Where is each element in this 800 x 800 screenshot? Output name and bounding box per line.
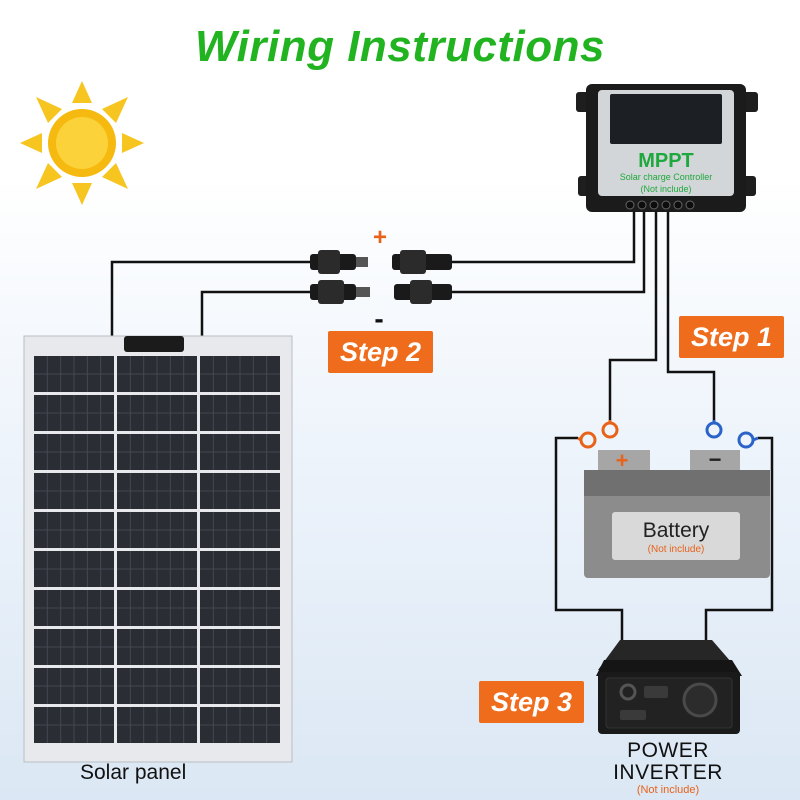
controller-note: (Not include) [640, 184, 691, 194]
terminal-negative-controller [705, 421, 723, 439]
terminal-negative-inverter [737, 431, 755, 449]
mc4-connector-female-plus [392, 250, 452, 274]
inverter-label-line1: POWER [627, 739, 709, 762]
ring-terminals [577, 420, 759, 449]
connector-plus-sign: + [373, 224, 387, 251]
inverter-label: POWER INVERTER [598, 740, 738, 784]
mc4-connector-male-plus [310, 250, 368, 274]
solar-panel-label: Solar panel [80, 761, 187, 784]
page-title: Wiring Instructions [195, 22, 605, 71]
step2-badge: Step 2 [328, 331, 434, 373]
inverter-label-line2: INVERTER [613, 761, 723, 784]
terminal-positive-controller [601, 421, 619, 439]
controller-name: MPPT [638, 150, 694, 172]
mppt-controller: MPPT Solar charge Controller (Not includ… [576, 84, 758, 212]
mc4-connector-male-minus [310, 280, 370, 304]
battery: + − Battery (Not include) [584, 447, 770, 578]
sun-icon [20, 81, 144, 205]
step3-badge: Step 3 [479, 681, 585, 723]
power-inverter [596, 640, 742, 734]
battery-label: Battery [643, 519, 710, 542]
terminal-positive-inverter [579, 431, 597, 449]
solar-panel [23, 335, 293, 763]
controller-subtitle: Solar charge Controller [620, 172, 713, 182]
mc4-connector-female-minus [394, 280, 452, 304]
step1-badge: Step 1 [679, 316, 785, 358]
inverter-note: (Not include) [636, 784, 700, 796]
wires [110, 212, 774, 640]
connector-minus-sign: - [374, 303, 383, 334]
lcd-display [610, 94, 722, 144]
battery-note: (Not include) [648, 544, 705, 555]
battery-plus-sign: + [616, 448, 629, 473]
junction-box [124, 336, 184, 352]
battery-minus-sign: − [709, 447, 722, 472]
